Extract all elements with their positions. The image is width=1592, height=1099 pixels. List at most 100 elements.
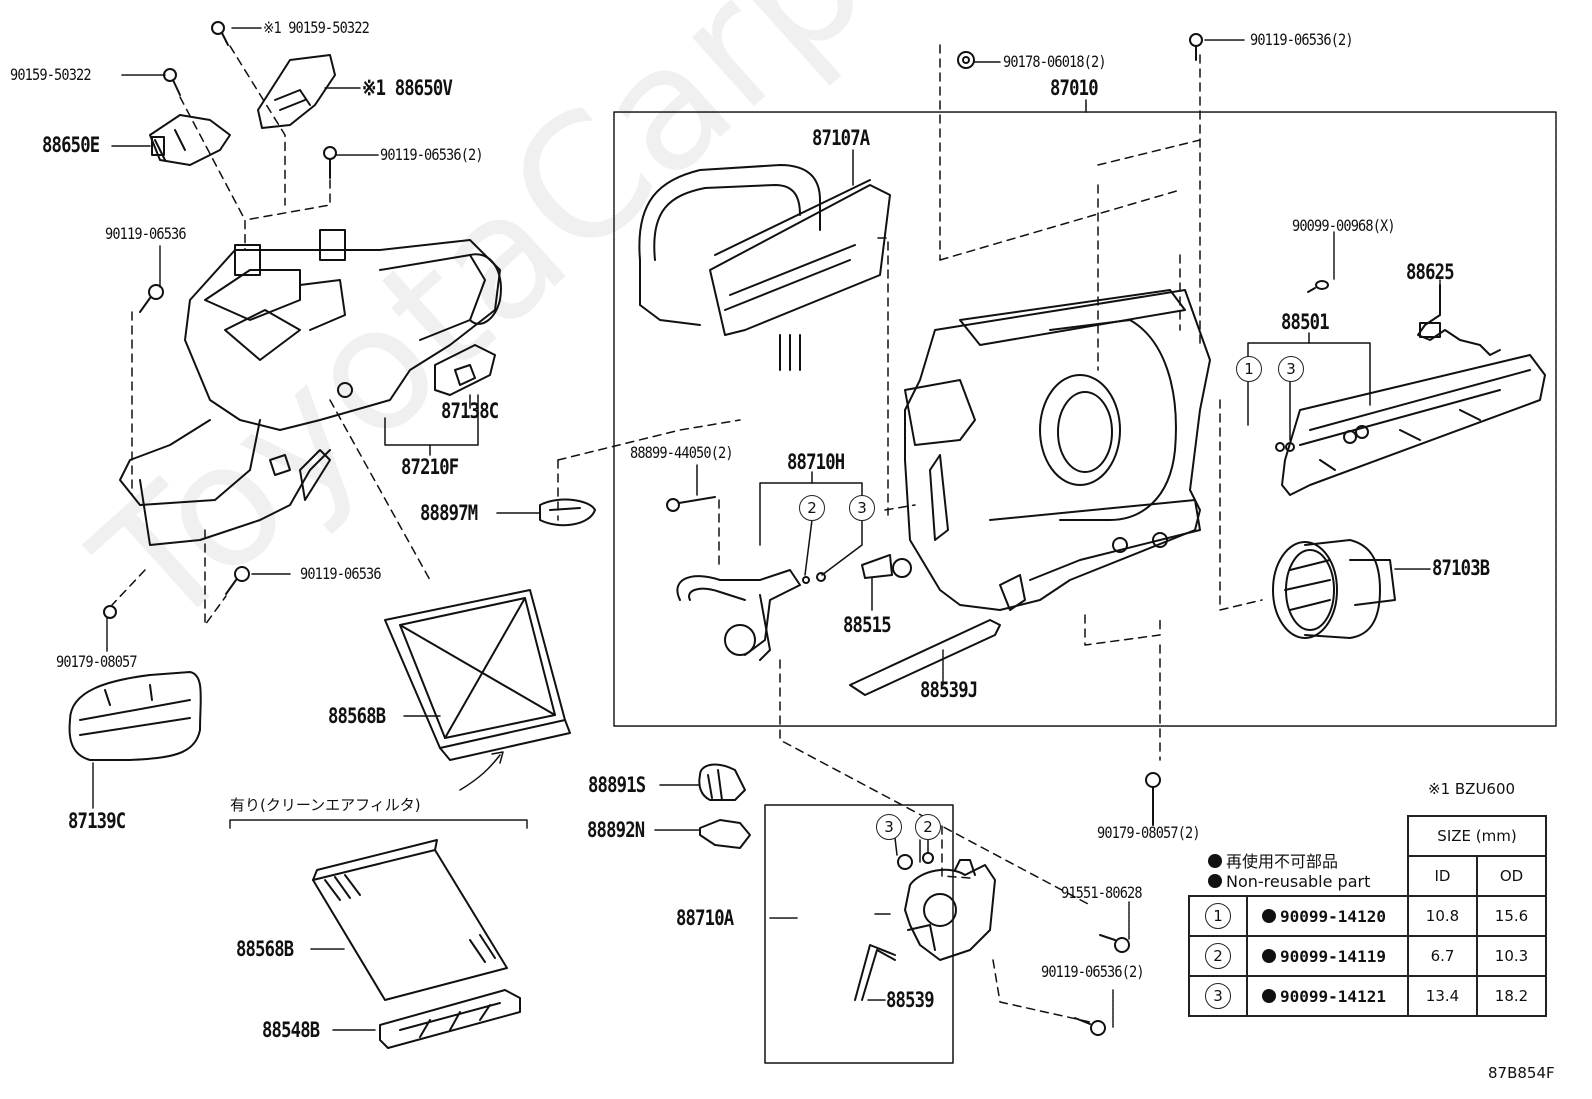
label-87210F[interactable]: 87210F [401,455,459,479]
part-88891S-drawing [698,763,746,801]
screw-90159-top [211,21,229,46]
part-87107A-drawing [638,164,891,371]
label-90119-06536-left[interactable]: 90119-06536 [105,224,187,243]
ref-circle-2: 2 [1205,943,1231,969]
label-88891S[interactable]: 88891S [588,773,646,797]
ref-circle-3-88710A: 3 [876,814,902,840]
bracket-clean-air [229,819,528,829]
bracket-88710H [759,482,863,546]
label-88650E[interactable]: 88650E [42,133,100,157]
part-88568B-frame-drawing [384,589,571,761]
col-od-header: OD [1476,855,1547,897]
table-row: 3 90099-14121 13.4 18.2 [1188,975,1547,1017]
ref-circle-1: 1 [1205,903,1231,929]
part-88650E-drawing [149,114,231,166]
part-87010-housing-drawing [904,289,1211,611]
part-number[interactable]: 90099-14121 [1280,986,1386,1006]
nut-90178-06018 [957,51,975,69]
assembly-87010-frame [613,111,1557,727]
outer-diameter: 18.2 [1476,975,1547,1017]
label-88650V[interactable]: ※1 88650V [362,76,453,100]
inner-diameter: 6.7 [1407,935,1478,977]
part-88625-drawing [1417,284,1501,356]
label-90119-06536-2-top[interactable]: 90119-06536(2) [1250,30,1354,49]
non-reusable-dot-icon [1208,854,1222,868]
ref-circle-3-88710H: 3 [849,495,875,521]
inner-diameter: 13.4 [1407,975,1478,1017]
bracket-87210F [384,394,479,446]
inner-diameter: 10.8 [1407,895,1478,937]
diagram-code: 87B854F [1488,1064,1555,1082]
label-88548B[interactable]: 88548B [262,1018,320,1042]
part-number[interactable]: 90099-14120 [1280,906,1386,926]
non-reusable-dot-icon [1262,988,1276,1003]
part-88515-drawing [861,554,912,579]
ref-circle-1-88501: 1 [1236,356,1262,382]
screw-91551-80628 [1099,934,1130,953]
label-88501[interactable]: 88501 [1281,310,1330,334]
label-90179-08057[interactable]: 90179-08057 [56,652,138,671]
label-88539J[interactable]: 88539J [920,678,978,702]
label-88899-44050[interactable]: 88899-44050(2) [630,443,734,462]
label-90179-08057-2[interactable]: 90179-08057(2) [1097,823,1201,842]
screw-90119-leftB [139,284,164,313]
table-row: 2 90099-14119 6.7 10.3 [1188,935,1547,977]
label-90178-06018[interactable]: 90178-06018(2) [1003,52,1107,71]
col-id-header: ID [1407,855,1478,897]
table-row: 1 90099-14120 10.8 15.6 [1188,895,1547,937]
screw-90119-mid [225,566,250,595]
label-88710A[interactable]: 88710A [676,906,734,930]
label-88897M[interactable]: 88897M [420,501,478,525]
blower-housing-left [119,229,502,546]
label-90099-00968[interactable]: 90099-00968(X) [1292,216,1396,235]
label-90119-06536-2-bot[interactable]: 90119-06536(2) [1041,962,1145,981]
part-88539J-drawing [849,619,1001,696]
clean-air-filter-note: 有り(クリーンエアフィルタ) [230,796,421,814]
size-header: SIZE (mm) [1407,815,1547,857]
screw-90099-00968 [1307,280,1329,293]
label-88625[interactable]: 88625 [1406,260,1455,284]
label-91551-80628[interactable]: 91551-80628 [1061,883,1143,902]
legend-en-text: Non-reusable part [1226,872,1371,891]
screw-88899-44050 [666,496,716,512]
part-number[interactable]: 90099-14119 [1280,946,1386,966]
label-87010[interactable]: 87010 [1050,76,1099,100]
part-87139C-drawing [68,671,202,761]
label-88710H[interactable]: 88710H [787,450,845,474]
screw-90119-top-right [1189,33,1203,61]
ref-circle-3-88501: 3 [1278,356,1304,382]
label-88515[interactable]: 88515 [843,613,892,637]
screw-90119-leftA [323,146,337,179]
screw-90159-left [163,68,181,96]
arrow-clean-air [459,754,501,791]
bracket-88501 [1247,342,1371,406]
legend-non-reusable-jp: 再使用不可部品 [1208,848,1338,872]
ref-circle-2-88710H: 2 [799,495,825,521]
label-88568B-filter[interactable]: 88568B [236,937,294,961]
label-90119-06536-2-left[interactable]: 90119-06536(2) [380,145,484,164]
label-90119-06536-mid[interactable]: 90119-06536 [300,564,382,583]
o-ring-size-table: SIZE (mm) ID OD 1 90099-14120 10.8 15.6 … [1188,815,1547,1017]
part-88650V-drawing [257,54,336,129]
part-87138C-drawing [434,344,496,396]
part-88710H-drawing [676,569,801,661]
label-90159-50322-left[interactable]: 90159-50322 [10,65,92,84]
label-87139C[interactable]: 87139C [68,809,126,833]
label-90159-50322-top[interactable]: ※1 90159-50322 [263,18,370,37]
legend-non-reusable-en: Non-reusable part [1208,872,1370,891]
label-87103B[interactable]: 87103B [1432,556,1490,580]
label-88539[interactable]: 88539 [886,988,935,1012]
outer-diameter: 15.6 [1476,895,1547,937]
part-88539-drawing [854,944,896,1001]
label-88892N[interactable]: 88892N [587,818,645,842]
label-88568B-frame[interactable]: 88568B [328,704,386,728]
part-87103B-drawing [1272,539,1396,639]
non-reusable-dot-icon [1262,908,1276,923]
label-87138C[interactable]: 87138C [441,399,499,423]
label-87107A[interactable]: 87107A [812,126,870,150]
ref-circle-2-88710A: 2 [915,814,941,840]
part-88568B-filter-drawing [312,839,508,1001]
part-88710A-drawing [904,859,996,961]
